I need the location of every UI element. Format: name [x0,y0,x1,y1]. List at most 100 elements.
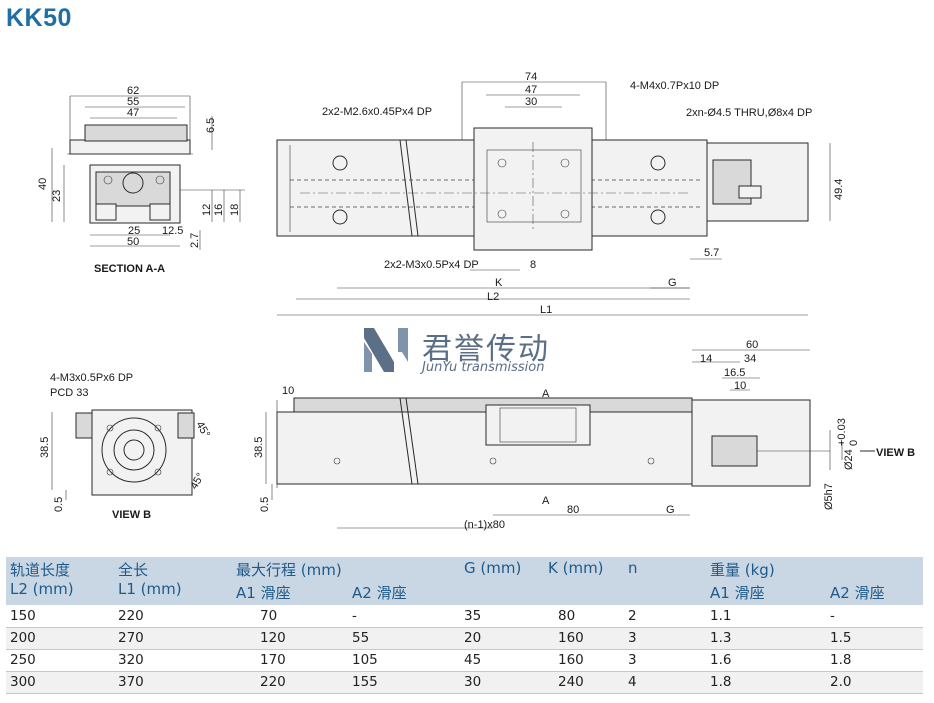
header-n: n [624,557,706,605]
dim-10-side: 10 [282,385,294,397]
table-cell: 240 [544,671,624,694]
table-cell: 2 [624,605,706,628]
dim-45-a: 45° [193,420,212,440]
header-stroke-a2: A2 滑座 [348,582,460,605]
table-cell: 170 [232,649,348,672]
dim-0-5-left: 0.5 [53,497,65,512]
view-b-arrow-label: VIEW B [876,447,915,459]
dim-38-5-left: 38.5 [39,437,51,458]
dim-phi5h7: Ø5h7 [823,483,835,510]
header-weight-a1: A1 滑座 [706,582,826,605]
table-cell: 120 [232,627,348,650]
header-weight: 重量 (kg) [706,557,923,582]
dim-25: 25 [128,225,140,237]
dim-16: 16 [213,204,225,216]
header-l2: 轨道长度 L2 (mm) [6,557,114,605]
table-cell: 1.3 [706,627,826,650]
dim-80: 80 [567,504,579,516]
table-cell: 3 [624,627,706,650]
note-m3-top: 2x2-M3x0.5Px4 DP [384,259,479,271]
table-row: 200 270 120 55 20 160 3 1.3 1.5 [6,627,923,650]
junyu-logo-icon [364,328,408,372]
view-b: 4-M3x0.5Px6 DP PCD 33 45° 45° 38.5 0.5 V… [39,372,212,521]
table-cell: 1.8 [826,649,923,672]
dim-47-top: 47 [525,84,537,96]
header-l1: 全长 L1 (mm) [114,557,232,605]
section-a-a-label: SECTION A-A [94,263,165,275]
table-cell: 320 [114,649,232,672]
table-cell: 1.8 [706,671,826,694]
dim-6-5: 6.5 [205,118,217,133]
dim-74: 74 [525,71,537,83]
side-view: 10 38.5 0.5 A A 80 G (n-1)x80 60 14 34 1… [253,339,915,531]
note-thru: 2xn-Ø4.5 THRU,Ø8x4 DP [686,107,812,119]
dim-G-side: G [666,504,675,516]
table-cell: 1.6 [706,649,826,672]
dim-38-5-side: 38.5 [253,437,265,458]
table-cell: 70 [232,605,348,628]
header-stroke-a1: A1 滑座 [232,582,348,605]
dim-16-5: 16.5 [724,367,745,379]
dim-G: G [668,277,677,289]
watermark-english: JunYu transmission [422,360,545,375]
dim-2-7: 2.7 [189,233,201,248]
dim-tol-lower: 0 [848,440,860,446]
table-cell: 155 [348,671,460,694]
note-m2-6: 2x2-M2.6x0.45Px4 DP [322,106,432,118]
table-cell: 2.0 [826,671,923,694]
dim-0-5-side: 0.5 [259,497,271,512]
note-pcd: PCD 33 [50,387,89,399]
dim-34: 34 [744,353,756,365]
table-cell: 35 [460,605,544,628]
table-row: 250 320 170 105 45 160 3 1.6 1.8 [6,649,923,672]
watermark-chinese: 君誉传动 [422,332,550,367]
section-mark-a-top: A [542,388,550,400]
table-cell: - [826,605,923,628]
dim-40: 40 [37,178,49,190]
technical-drawing: 62 55 47 6.5 40 23 12 16 18 25 12.5 50 2… [37,71,915,531]
table-row: 300 370 220 155 30 240 4 1.8 2.0 [6,671,923,694]
table-cell: 30 [460,671,544,694]
dim-23: 23 [51,190,63,202]
table-cell: 1.1 [706,605,826,628]
dim-K: K [495,277,503,289]
table-cell: 4 [624,671,706,694]
table-cell: 200 [6,627,114,650]
header-stroke: 最大行程 (mm) [232,557,460,582]
dim-8: 8 [530,259,536,271]
table-cell: 150 [6,605,114,628]
dim-tol-upper: +0.03 [836,418,848,446]
table-cell: 80 [544,605,624,628]
table-row: 150 220 70 - 35 80 2 1.1 - [6,605,923,628]
table-cell: 1.5 [826,627,923,650]
section-a-a-view: 62 55 47 6.5 40 23 12 16 18 25 12.5 50 2… [37,85,245,275]
dim-49-4: 49.4 [833,179,845,200]
table-cell: 270 [114,627,232,650]
dim-30: 30 [525,96,537,108]
dim-5-7: 5.7 [704,247,719,259]
header-weight-a2: A2 滑座 [826,582,923,605]
view-b-label: VIEW B [112,509,151,521]
table-cell: 20 [460,627,544,650]
dim-47: 47 [127,107,139,119]
dim-60: 60 [746,339,758,351]
dim-n-1-x80: (n-1)x80 [464,519,505,531]
section-mark-a-bottom: A [542,495,550,507]
note-m3-viewb: 4-M3x0.5Px6 DP [50,372,133,384]
header-k: K (mm) [544,557,624,605]
table-cell: 160 [544,649,624,672]
top-view: 74 47 30 49.4 5.7 8 K G L2 L1 2x2-M2.6x0… [276,71,845,316]
dim-phi24: Ø24 [843,449,855,470]
table-cell: 220 [232,671,348,694]
watermark: 君誉传动 JunYu transmission [360,322,600,380]
dim-50: 50 [127,236,139,248]
spec-table: 轨道长度 L2 (mm) 全长 L1 (mm) 最大行程 (mm) G (mm)… [6,557,923,694]
table-cell: 3 [624,649,706,672]
dim-55: 55 [127,96,139,108]
note-m4: 4-M4x0.7Px10 DP [630,80,719,92]
table-cell: 45 [460,649,544,672]
table-cell: 220 [114,605,232,628]
dim-62: 62 [127,85,139,97]
dim-L2: L2 [487,291,499,303]
table-cell: 300 [6,671,114,694]
